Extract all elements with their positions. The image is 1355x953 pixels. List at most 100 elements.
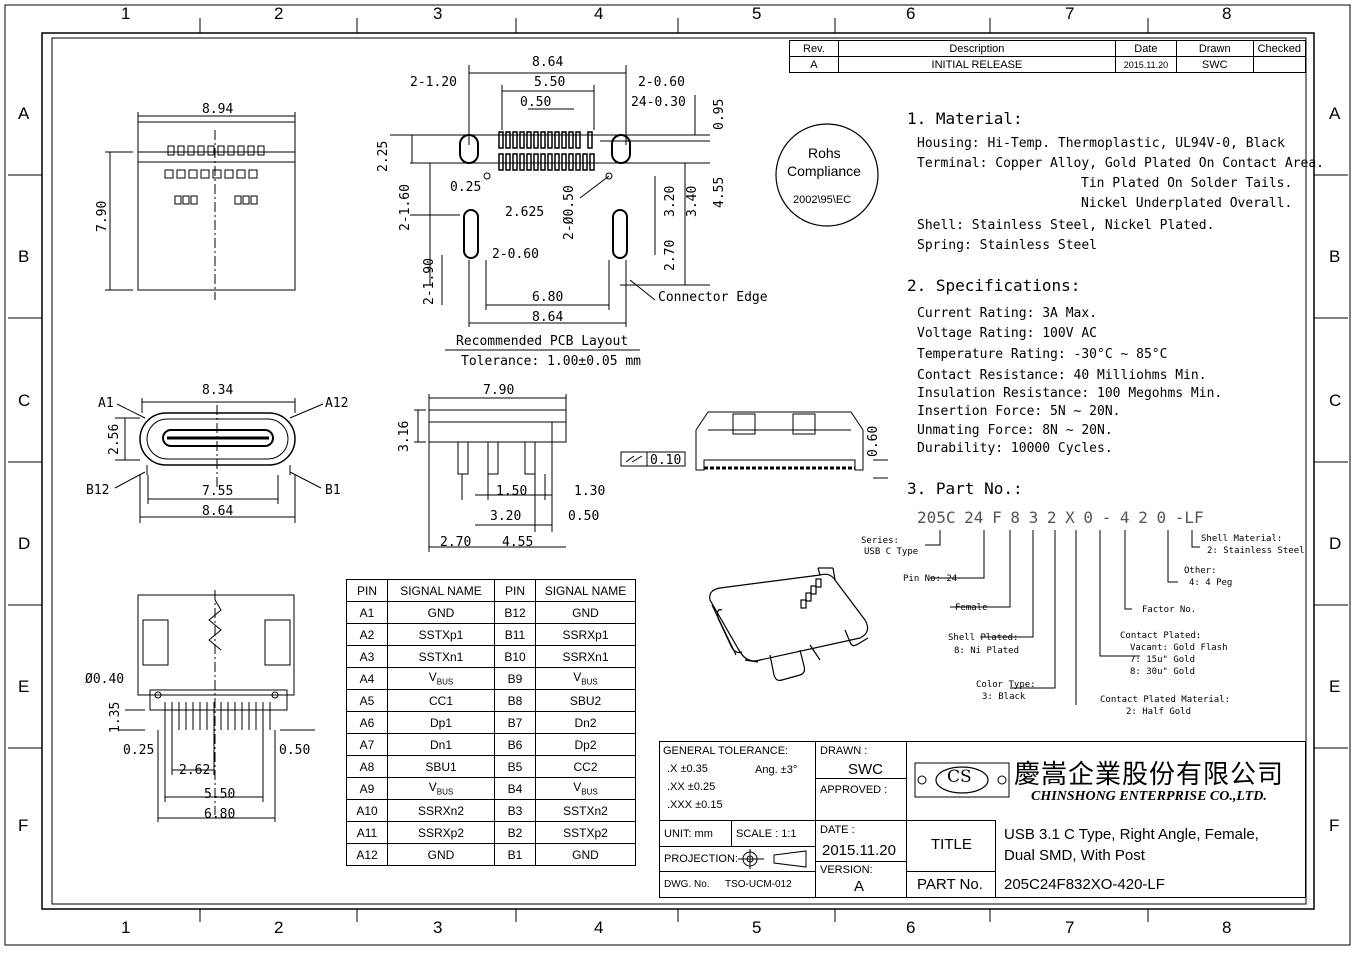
pcb-layout-title: Recommended PCB Layout (456, 334, 629, 349)
callout-series: Series: (861, 536, 899, 546)
spec-unmating: Unmating Force: 8N ~ 20N. (917, 423, 1113, 438)
pcb-v095: 0.95 (712, 98, 727, 130)
zone-col-3-bottom: 3 (433, 918, 443, 937)
pin-cell: A11 (346, 821, 388, 844)
rev-header-rev: Rev. (789, 40, 839, 57)
zone-row-f: F (18, 816, 29, 835)
table-row: A7 Dn1 B6 Dp2 (346, 733, 636, 756)
tb-tol-xx: .XX ±0.25 (667, 781, 716, 793)
rohs-line1: Rohs (808, 145, 841, 161)
side-view-130: 1.30 (574, 484, 606, 499)
pin-cell: A10 (346, 799, 388, 822)
table-row: A4 VBUS B9 VBUS (346, 667, 636, 690)
company-name-en: CHINSHONG ENTERPRISE CO.,LTD. (1031, 789, 1267, 804)
spec-durability: Durability: 10000 Cycles. (917, 441, 1113, 456)
callout-series-value: USB C Type (864, 547, 919, 557)
zone-col-5-bottom: 5 (752, 918, 762, 937)
signal-cell: VBUS (535, 777, 636, 800)
zone-col-4: 4 (594, 4, 604, 23)
rev-date: 2015.11.20 (1114, 56, 1177, 73)
signal-cell: SSRXn2 (387, 799, 495, 822)
pcb-width-680: 6.80 (532, 290, 564, 305)
zone-col-5: 5 (752, 4, 762, 23)
pcb-v270: 2.70 (663, 239, 678, 271)
pcb-2-d050: 2-Ø0.50 (562, 185, 577, 240)
pcb-slot-2-060-top: 2-0.60 (638, 75, 685, 90)
tb-dwg-value: TSO-UCM-012 (725, 879, 792, 890)
material-line-shell: Shell: Stainless Steel, Nickel Plated. (917, 218, 1215, 233)
table-row: A1 GND B12 GND (346, 601, 636, 624)
tb-unit: UNIT: mm (664, 828, 713, 840)
isometric-view-drawing (709, 567, 869, 682)
tb-part-label: PART No. (917, 876, 983, 893)
callout-color-type: Color Type: (976, 680, 1036, 690)
pin-cell: A5 (346, 689, 388, 712)
signal-cell: Dn2 (535, 711, 636, 734)
tb-general-tolerance: GENERAL TOLERANCE: (663, 745, 789, 757)
callout-contact-plated-8: 8: 30u" Gold (1130, 667, 1196, 677)
tb-drawn-value: SWC (848, 761, 883, 778)
side-view-drawing (414, 394, 567, 552)
callout-shell-material: Shell Material: (1201, 534, 1283, 544)
rev-header-drawn: Drawn (1175, 40, 1254, 57)
pin-cell: A9 (346, 777, 388, 800)
table-row: A11 SSRXp2 B2 SSTXp2 (346, 821, 636, 844)
specifications-heading: 2. Specifications: (907, 276, 1081, 295)
rear-view-060: 0.60 (866, 425, 881, 457)
pcb-pitch-050: 0.50 (520, 95, 552, 110)
pin-cell: B9 (494, 667, 536, 690)
callout-female: Female (955, 603, 988, 613)
front-view-width: 8.34 (202, 383, 234, 398)
revision-table: Rev. Description Date Drawn Checked A IN… (789, 40, 1307, 73)
pcb-width-top: 8.64 (532, 55, 564, 70)
signal-cell: SBU1 (387, 755, 495, 778)
pcb-width-550: 5.50 (534, 75, 566, 90)
pcb-pad-24-030: 24-0.30 (631, 95, 686, 110)
bottom-view-262: 2.62 (179, 763, 211, 778)
pin-table-header-pin-b: PIN (494, 579, 536, 602)
callout-contact-material-value: 2: Half Gold (1126, 707, 1192, 717)
callout-color-type-value: 3: Black (982, 692, 1026, 702)
bottom-view-050: 0.50 (279, 743, 311, 758)
pin-cell: B8 (494, 689, 536, 712)
tb-title-line1: USB 3.1 C Type, Right Angle, Female, (1004, 826, 1259, 843)
material-line-housing: Housing: Hi-Temp. Thermoplastic, UL94V-0… (917, 136, 1285, 151)
tb-version-value: A (854, 878, 865, 895)
callout-contact-plated: Contact Plated: (1120, 631, 1202, 641)
rev-value: A (789, 56, 839, 73)
tb-date-value: 2015.11.20 (822, 842, 896, 859)
part-no-heading: 3. Part No.: (907, 479, 1023, 498)
spec-insertion: Insertion Force: 5N ~ 20N. (917, 404, 1121, 419)
bottom-view-drawing (119, 590, 315, 822)
zone-row-b: B (18, 247, 30, 266)
bottom-view-025: 0.25 (123, 743, 155, 758)
pcb-v2-190: 2-1.90 (422, 258, 437, 305)
pcb-2-060: 2-0.60 (492, 247, 539, 262)
bottom-view-680: 6.80 (204, 807, 236, 822)
table-row: A9 VBUS B4 VBUS (346, 777, 636, 800)
pcb-v340: 3.40 (685, 185, 700, 217)
front-view-755: 7.55 (202, 484, 234, 499)
callout-shell-material-value: 2: Stainless Steel (1207, 546, 1305, 556)
tb-dwg-label: DWG. No. (664, 879, 710, 890)
company-name-cn: 慶嵩企業股份有限公司 (1014, 760, 1285, 790)
signal-cell: SSRXp1 (535, 623, 636, 646)
pcb-layout-drawing (390, 65, 710, 351)
material-line-spring: Spring: Stainless Steel (917, 238, 1098, 253)
projection-symbol-icon (738, 849, 807, 869)
callout-factor-no: Factor No. (1142, 605, 1197, 615)
front-view-drawing (114, 398, 324, 523)
pin-cell: B4 (494, 777, 536, 800)
table-row: A2 SSTXp1 B11 SSRXp1 (346, 623, 636, 646)
material-line-tin: Tin Plated On Solder Tails. (1081, 176, 1293, 191)
tb-title-label: TITLE (931, 836, 972, 853)
pcb-v455: 4.55 (712, 176, 727, 208)
signal-cell: Dp2 (535, 733, 636, 756)
pin-cell: B10 (494, 645, 536, 668)
signal-cell: Dp1 (387, 711, 495, 734)
tb-drawn-label: DRAWN : (820, 745, 868, 757)
pcb-2625: 2.625 (505, 205, 545, 220)
zone-row-c-right: C (1329, 391, 1342, 410)
top-view-drawing (105, 112, 296, 300)
